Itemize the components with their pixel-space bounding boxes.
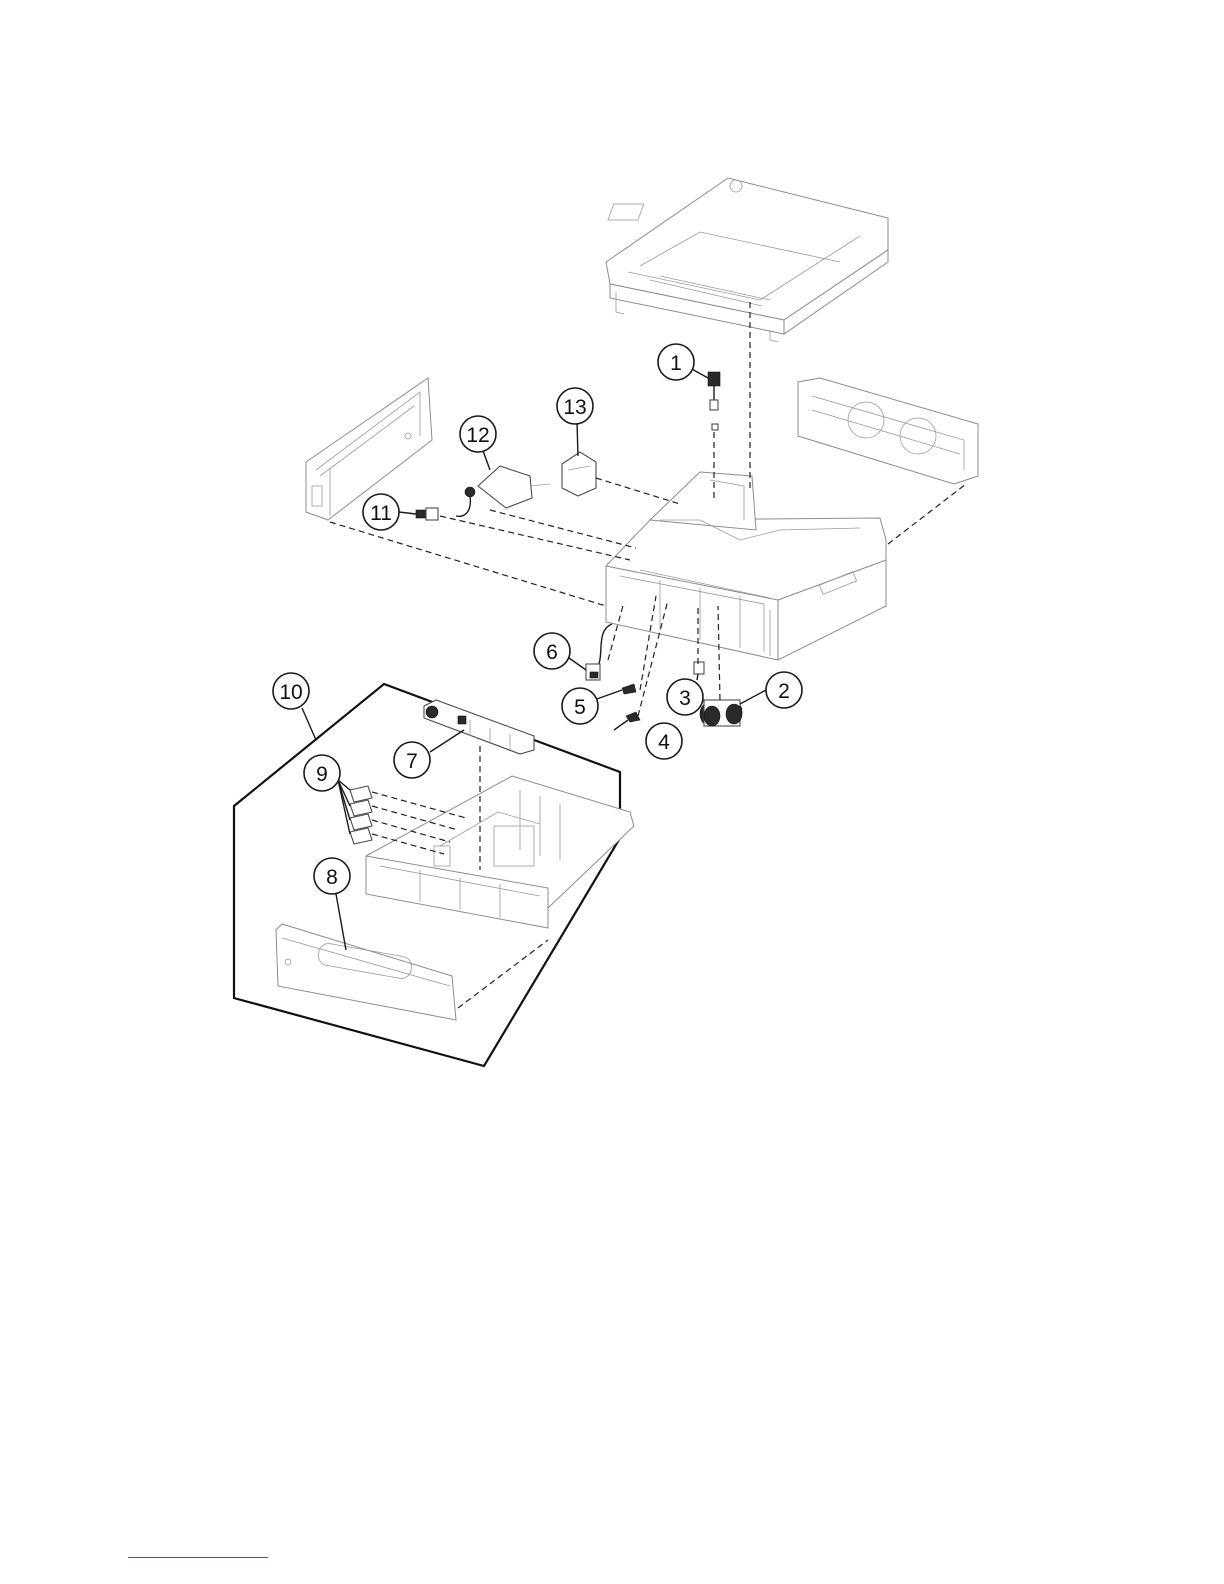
part-12-motor-assembly [456,466,550,516]
callout-4-label: 4 [658,731,670,754]
callout-12-label: 12 [466,424,489,447]
callout-9: 9 [304,755,340,791]
part-8-front-cover [276,924,456,1020]
top-cover-assembly [606,178,888,342]
callout-1: 1 [658,344,694,380]
callout-3-label: 3 [679,687,691,710]
assembly-guide-lines [330,302,966,716]
callout-13-label: 13 [563,396,586,419]
callout-4: 4 [646,723,682,759]
callout-11: 11 [363,494,399,530]
part-1-sensor [708,372,720,430]
part-9-clips [350,786,372,844]
callout-8: 8 [314,858,350,894]
footer-rule [128,1557,268,1558]
part-5-actuator [622,684,636,694]
callout-13: 13 [557,388,593,424]
callout-2-label: 2 [778,680,790,703]
part-6-sensor-harness [586,624,612,680]
callout-6-label: 6 [546,641,558,664]
tray-housing [606,472,886,660]
callout-7: 7 [394,742,430,778]
part-2-pick-roller [700,700,742,726]
callout-11-label: 11 [370,502,392,525]
right-side-cover [798,378,978,484]
callout-1-label: 1 [670,352,682,375]
part-13-circuit-board [562,452,596,496]
paper-tray [366,776,634,928]
callout-8-label: 8 [326,866,338,889]
callout-7-label: 7 [406,750,418,773]
callout-5-label: 5 [574,696,586,719]
callout-3: 3 [667,679,703,715]
callout-9-label: 9 [316,763,328,786]
callout-6: 6 [534,633,570,669]
callout-2: 2 [766,672,802,708]
part-11-roller [416,508,438,520]
callout-12: 12 [460,416,496,452]
part-3-bracket [694,662,704,674]
callout-5: 5 [562,688,598,724]
callout-10-label: 10 [279,681,302,704]
callout-10: 10 [273,673,309,709]
